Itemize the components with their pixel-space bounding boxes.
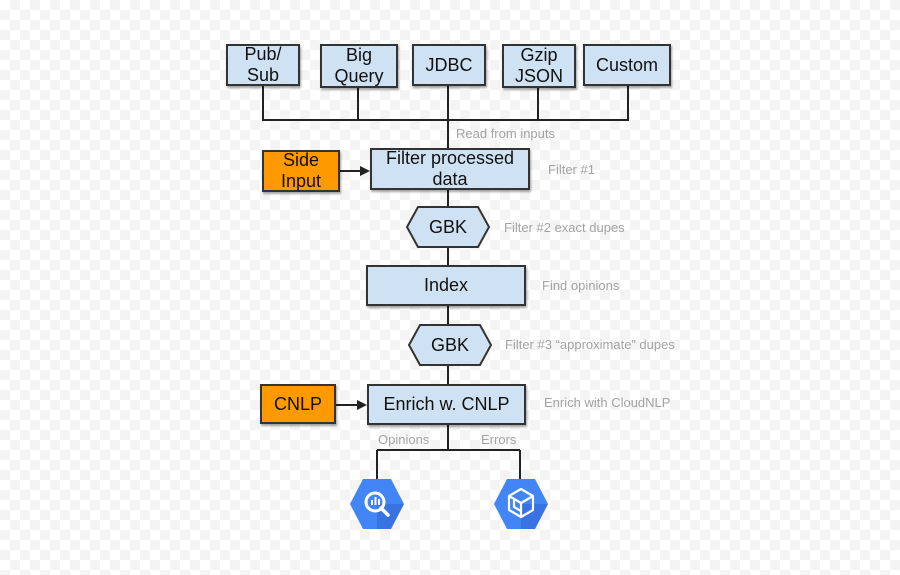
input-gzip-json: Gzip JSON	[502, 44, 576, 88]
note-enrich-cloudnlp: Enrich with CloudNLP	[544, 395, 671, 410]
note-filter-1: Filter #1	[548, 162, 595, 177]
gbk-node-2: GBK	[408, 324, 492, 366]
filter-processed-node: Filter processed data	[370, 148, 530, 190]
hexagon-shape	[408, 324, 492, 366]
cnlp-node: CNLP	[260, 384, 336, 424]
gbk-label-2: GBK	[430, 334, 469, 355]
note-errors: Errors	[481, 432, 517, 447]
note-read-from-inputs: Read from inputs	[456, 126, 555, 141]
note-find-opinions: Find opinions	[542, 278, 620, 293]
enrich-node: Enrich w. CNLP	[367, 384, 526, 425]
note-opinions: Opinions	[378, 432, 430, 447]
input-pubsub: Pub/ Sub	[226, 44, 300, 86]
input-custom: Custom	[583, 44, 671, 86]
note-filter-3: Filter #3 “approximate” dupes	[505, 337, 675, 352]
hexagon-shape	[406, 206, 490, 248]
input-jdbc: JDBC	[412, 44, 486, 86]
bigquery-icon	[349, 476, 405, 532]
note-filter-2: Filter #2 exact dupes	[504, 220, 625, 235]
input-bigquery: Big Query	[320, 44, 398, 88]
gbk-label-1: GBK	[428, 216, 467, 237]
gbk-node-1: GBK	[406, 206, 490, 248]
cloud-storage-icon	[493, 476, 549, 532]
side-input-node: Side Input	[262, 150, 340, 192]
index-node: Index	[366, 265, 526, 306]
